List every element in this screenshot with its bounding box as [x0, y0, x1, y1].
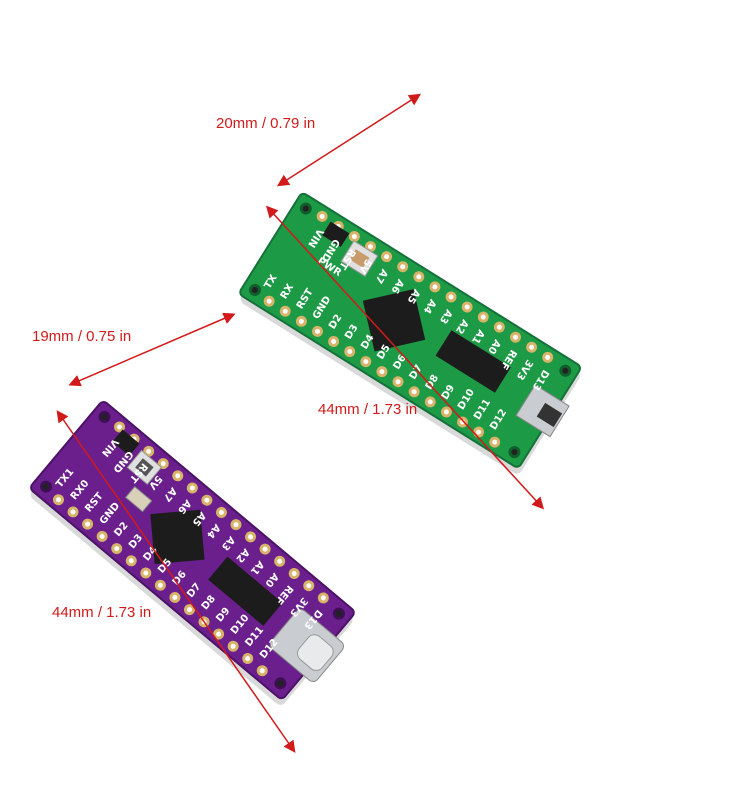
dimension-purple-length — [56, 410, 296, 753]
dimension-purple-width — [68, 312, 236, 387]
pin-hole — [545, 354, 551, 360]
pin-hole — [306, 583, 312, 589]
dimension-green-width — [276, 93, 422, 187]
dimension-green-length — [265, 205, 545, 510]
purple-board: TX1RX0RSTGNDD2D3D4D5D6D7D8D9D10D11D12 VI… — [30, 401, 355, 705]
green-width-label: 20mm / 0.79 in — [216, 115, 315, 132]
purple-length-label: 44mm / 1.73 in — [52, 604, 151, 621]
purple-width-label: 19mm / 0.75 in — [32, 328, 131, 345]
green-board: PWR TXRXRSTGNDD2D3D4D5D6D7D8D9D10D11D12 … — [239, 192, 581, 474]
pin-hole — [320, 595, 326, 601]
green-length-label: 44mm / 1.73 in — [318, 401, 417, 418]
